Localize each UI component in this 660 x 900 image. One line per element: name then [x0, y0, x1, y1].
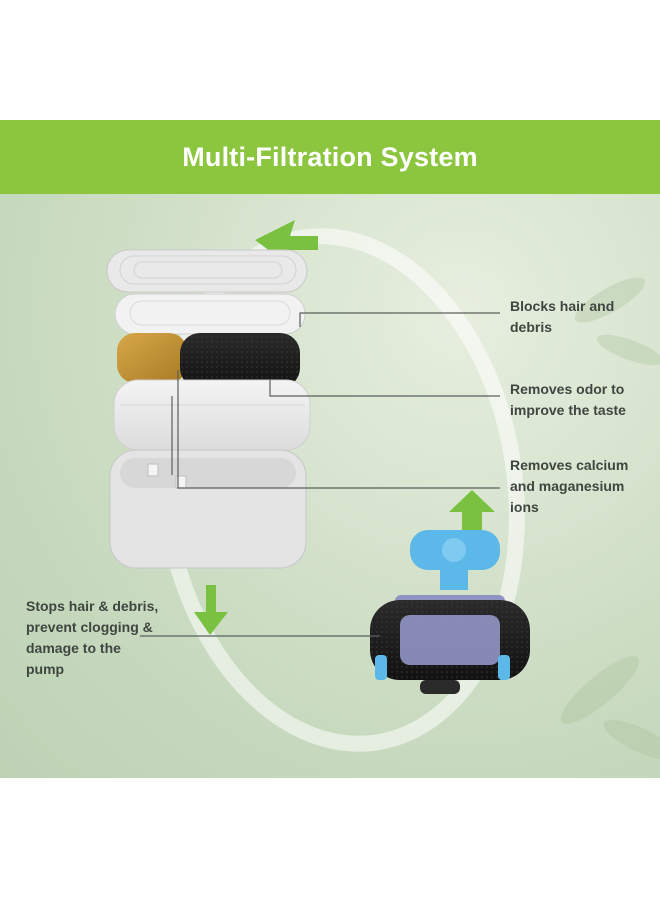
callout-line: pump	[26, 661, 65, 677]
callout-line: Removes calcium	[510, 457, 629, 473]
callout-line: and maganesium	[510, 478, 625, 494]
flow-arrow-top-icon	[255, 220, 318, 266]
bottom-margin	[0, 778, 660, 900]
flow-arrow-down-icon	[194, 585, 228, 635]
callout-removes-calcium: Removes calcium and maganesium ions	[510, 455, 628, 518]
callout-line: Stops hair & debris,	[26, 598, 159, 614]
top-margin	[0, 0, 660, 120]
filter-housing	[109, 449, 307, 569]
callout-line: debris	[510, 319, 553, 335]
filter-diagram	[106, 220, 660, 761]
activated-carbon-sponge	[180, 333, 300, 388]
background-leaves	[560, 277, 660, 761]
title-banner: Multi-Filtration System	[0, 120, 660, 194]
page-title: Multi-Filtration System	[182, 141, 478, 172]
ion-exchange-resin	[117, 333, 187, 383]
callout-stops-hair: Stops hair & debris, prevent clogging & …	[26, 596, 158, 680]
callout-line: Removes odor to	[510, 381, 625, 397]
water-pump	[370, 530, 530, 694]
callout-blocks-hair: Blocks hair and debris	[510, 296, 614, 338]
callout-line: improve the taste	[510, 402, 626, 418]
filter-tray	[113, 379, 311, 451]
callout-removes-odor: Removes odor to improve the taste	[510, 379, 626, 421]
product-illustration	[0, 194, 660, 778]
callout-line: prevent clogging &	[26, 619, 153, 635]
callout-line: damage to the	[26, 640, 121, 656]
flow-arrow-up-icon	[449, 490, 495, 545]
callout-line: Blocks hair and	[510, 298, 615, 314]
mesh-plate	[114, 293, 306, 335]
callout-line: ions	[510, 499, 539, 515]
filter-lid	[106, 249, 308, 293]
leader-lines	[140, 312, 500, 637]
